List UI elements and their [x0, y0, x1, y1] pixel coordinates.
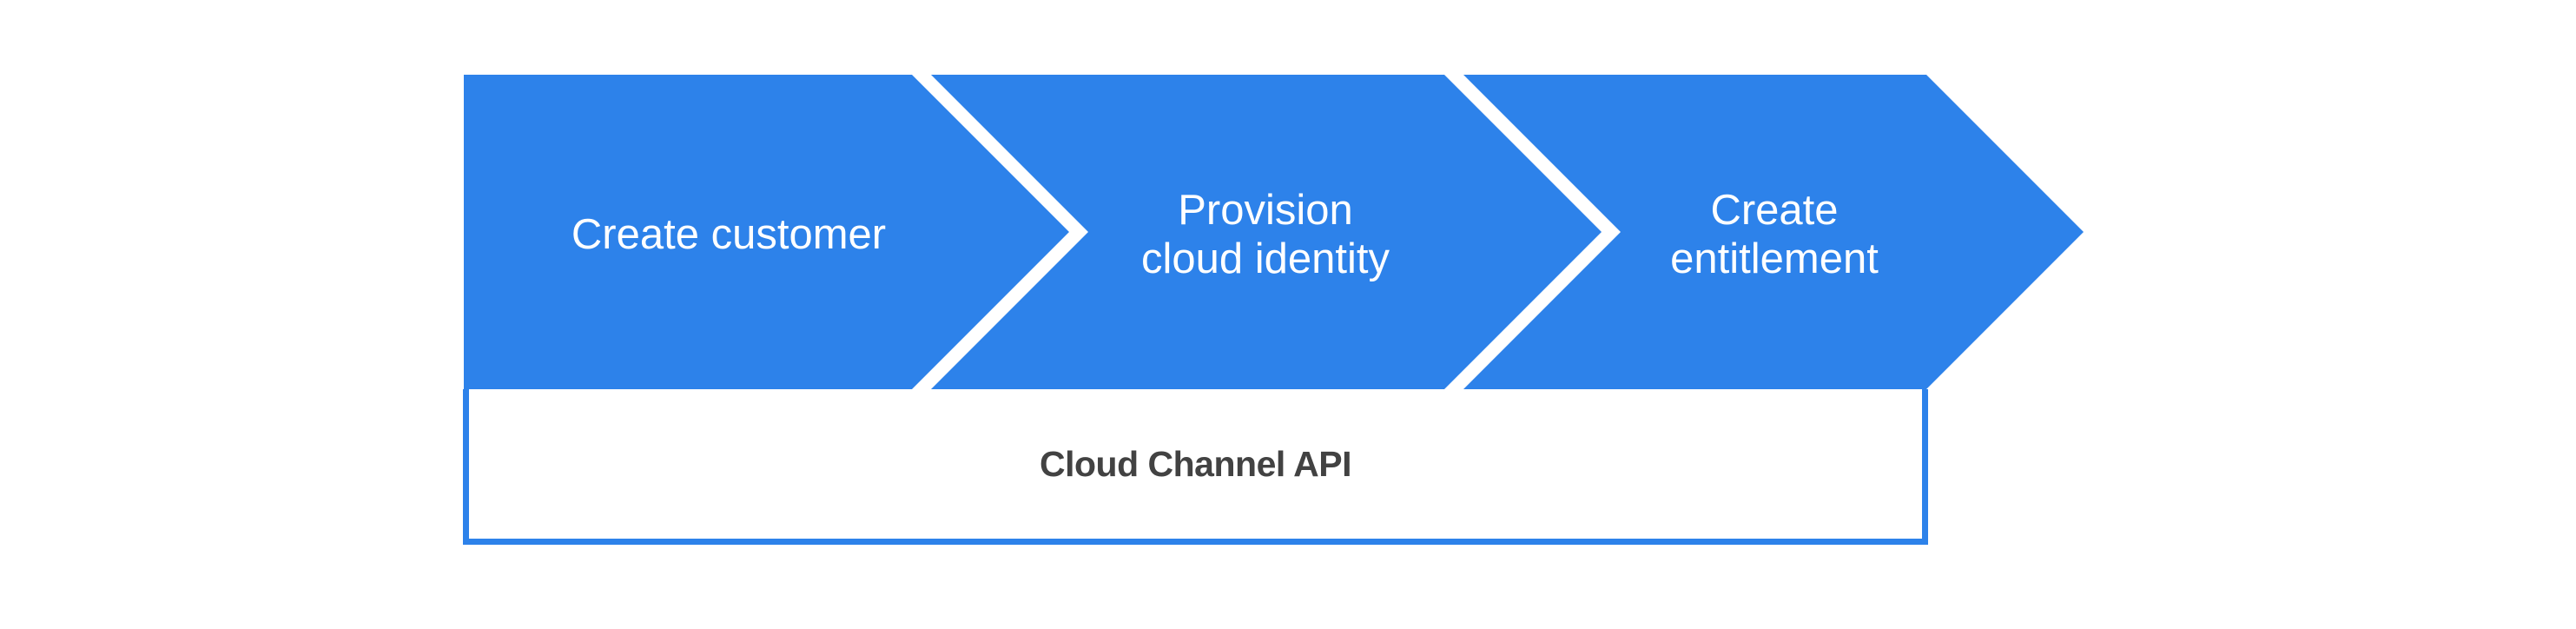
step-label-provision-cloud-identity: Provision cloud identity	[1140, 187, 1390, 282]
cloud-channel-api-box: Cloud Channel API	[463, 389, 1928, 545]
step-label-create-customer: Create customer	[571, 211, 887, 258]
api-box-label: Cloud Channel API	[1040, 443, 1351, 484]
process-arrow: Create customer Provision cloud identity…	[464, 75, 2084, 389]
step-label-create-entitlement: Create entitlement	[1670, 187, 1879, 282]
